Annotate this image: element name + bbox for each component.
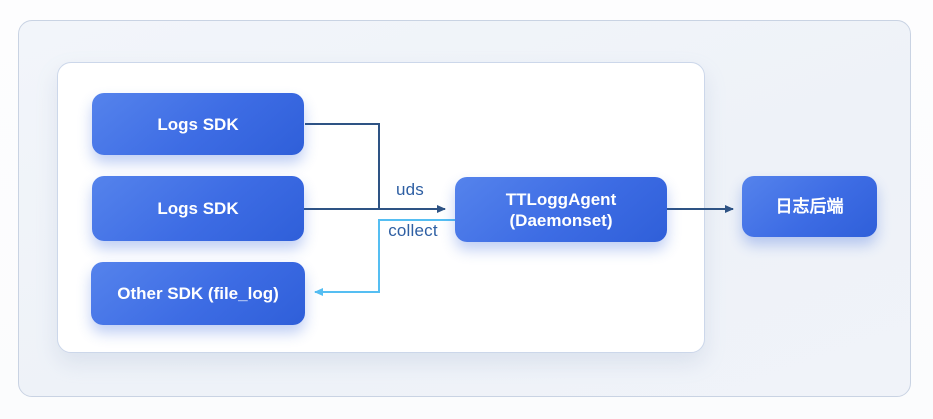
edge-label-collect: collect	[388, 221, 438, 240]
node-ttlogg-agent-label-line1: TTLoggAgent	[505, 189, 617, 209]
node-log-backend-label: 日志后端	[775, 197, 844, 216]
node-other-sdk: Other SDK (file_log)	[91, 262, 305, 325]
edge-label-uds: uds	[395, 180, 424, 199]
node-logs-sdk-1: Logs SDK	[92, 93, 304, 155]
node-ttlogg-agent-label-line2: (Daemonset)	[509, 210, 613, 230]
node-logs-sdk-2-label: Logs SDK	[157, 199, 239, 218]
node-ttlogg-agent: TTLoggAgent (Daemonset)	[455, 177, 667, 242]
node-other-sdk-label: Other SDK (file_log)	[117, 284, 279, 303]
node-logs-sdk-2: Logs SDK	[92, 176, 304, 241]
node-logs-sdk-1-label: Logs SDK	[157, 114, 239, 134]
node-log-backend: 日志后端	[742, 176, 877, 237]
